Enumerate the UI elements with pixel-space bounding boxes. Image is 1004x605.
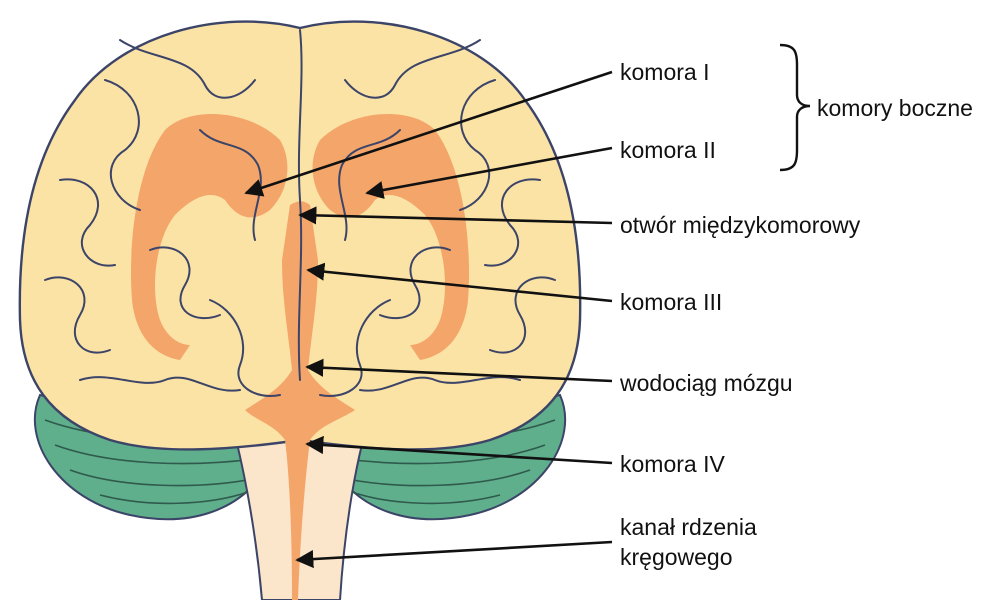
label-kanal-rdzenia: kanał rdzenia kręgowego <box>620 512 757 572</box>
label-wodociag-mozgu: wodociąg mózgu <box>620 369 793 397</box>
label-komora-1: komora I <box>620 58 709 86</box>
label-komora-2: komora II <box>620 136 716 164</box>
label-komory-boczne: komory boczne <box>817 94 973 122</box>
label-komora-4: komora IV <box>620 450 725 478</box>
label-kanal-line-2: kręgowego <box>620 542 757 572</box>
label-otwor-miedzykomorowy: otwór międzykomorowy <box>620 211 860 239</box>
lateral-ventricles-bracket <box>780 45 810 170</box>
label-komora-3: komora III <box>620 288 722 316</box>
label-kanal-line-1: kanał rdzenia <box>620 512 757 542</box>
